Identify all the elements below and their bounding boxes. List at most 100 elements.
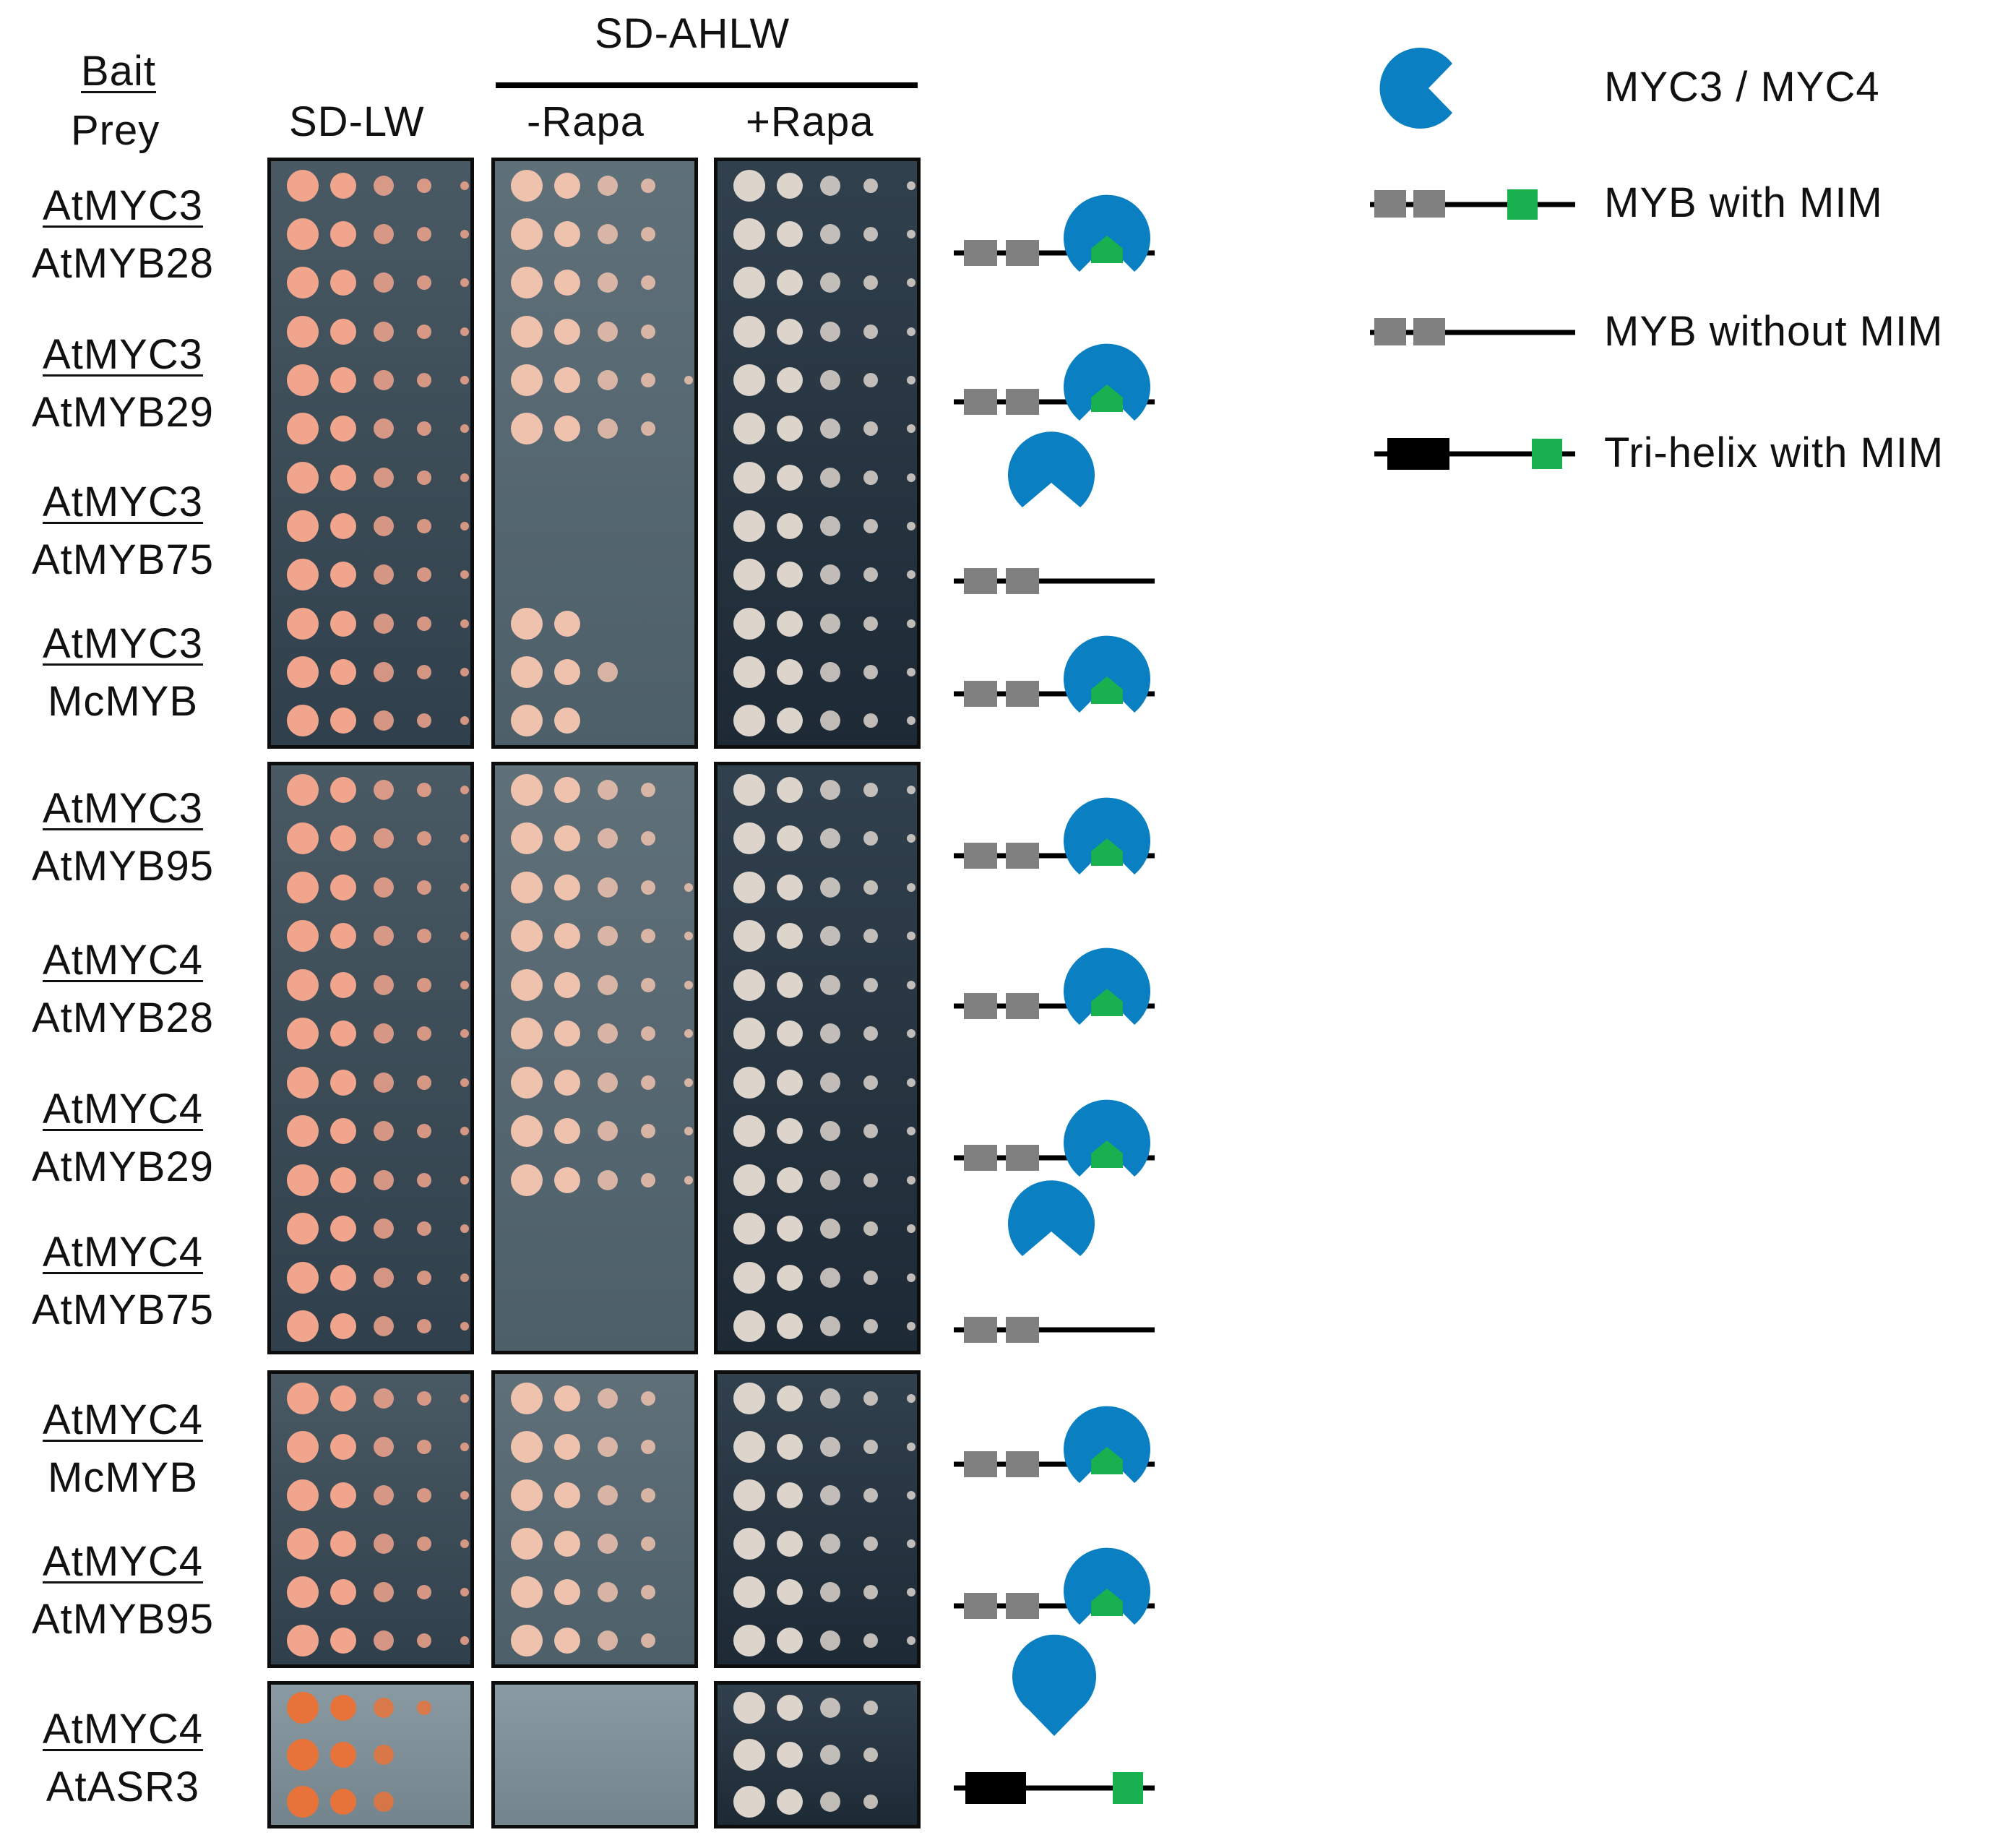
yeast-colony xyxy=(820,418,840,439)
myb-domain-icon xyxy=(1006,681,1039,707)
myb-domain-icon xyxy=(1006,568,1039,594)
yeast-colony xyxy=(820,1745,840,1765)
pair-diagram xyxy=(954,947,1155,1025)
yeast-colony xyxy=(598,1023,618,1044)
myb-domain-icon xyxy=(1006,240,1039,266)
yeast-colony xyxy=(598,175,618,196)
yeast-colony xyxy=(907,1442,915,1451)
yeast-colony xyxy=(460,1029,469,1039)
yeast-colony xyxy=(417,1124,431,1139)
yeast-colony xyxy=(511,773,543,806)
yeast-colony xyxy=(460,1322,469,1331)
yeast-colony xyxy=(907,1127,915,1136)
myb-domain-icon xyxy=(964,389,997,415)
yeast-colony xyxy=(733,1527,765,1560)
yeast-colony xyxy=(287,1213,319,1245)
yeast-colony xyxy=(460,230,469,238)
bait-name: AtMYC4 xyxy=(43,1086,203,1133)
yeast-colony xyxy=(511,705,543,737)
yeast-colony xyxy=(684,1029,693,1039)
yeast-colony xyxy=(417,567,431,583)
yeast-colony xyxy=(417,1487,431,1503)
yeast-colony xyxy=(330,874,356,901)
yeast-colony xyxy=(374,974,394,995)
yeast-colony xyxy=(733,1164,765,1196)
myb-domain-icon xyxy=(964,1145,997,1171)
yeast-colony xyxy=(374,779,394,800)
yeast-colony xyxy=(330,1264,356,1291)
yeast-colony xyxy=(863,665,878,679)
yeast-colony xyxy=(374,175,394,196)
yeast-colony xyxy=(374,1072,394,1093)
yeast-colony xyxy=(641,178,655,193)
yeast-colony xyxy=(598,370,618,390)
yeast-colony xyxy=(863,1026,878,1041)
yeast-colony xyxy=(777,1216,803,1242)
yeast-colony xyxy=(374,1791,394,1812)
yeast-colony xyxy=(907,834,915,843)
prey-name: McMYB xyxy=(48,1454,198,1501)
myc-pacman-icon xyxy=(1064,947,1150,1025)
yeast-colony xyxy=(684,1175,693,1185)
myc-pacman-icon xyxy=(1064,343,1150,421)
yeast-colony xyxy=(417,373,431,387)
yeast-colony xyxy=(820,1316,840,1337)
yeast-colony xyxy=(863,1487,878,1503)
yeast-colony xyxy=(374,926,394,947)
prey-name: AtMYB29 xyxy=(32,1143,214,1190)
yeast-colony xyxy=(460,1273,469,1282)
yeast-colony xyxy=(733,218,765,250)
yeast-colony xyxy=(820,467,840,488)
yeast-colony xyxy=(684,1078,693,1087)
yeast-colony xyxy=(374,467,394,488)
yeast-colony xyxy=(330,1069,356,1096)
yeast-colony xyxy=(777,318,803,345)
mim-motif-icon xyxy=(1091,236,1123,263)
yeast-colony xyxy=(777,464,803,491)
yeast-colony xyxy=(907,570,915,580)
yeast-colony xyxy=(287,1164,319,1196)
yeast-colony xyxy=(511,1624,543,1656)
yeast-colony xyxy=(907,932,915,941)
yeast-colony xyxy=(554,172,580,199)
yeast-colony xyxy=(907,473,915,482)
yeast-plate xyxy=(714,158,921,749)
yeast-colony xyxy=(733,510,765,542)
yeast-colony xyxy=(907,327,915,336)
yeast-plate xyxy=(491,158,698,749)
legend-label-myc: MYC3 / MYC4 xyxy=(1604,64,1880,111)
yeast-colony xyxy=(733,822,765,855)
yeast-colony xyxy=(863,782,878,797)
myc-pacman-icon xyxy=(1008,1180,1095,1256)
myb-domain-icon xyxy=(1374,190,1406,218)
yeast-colony xyxy=(287,1692,319,1724)
yeast-colony xyxy=(374,564,394,585)
yeast-colony xyxy=(598,1436,618,1457)
yeast-colony xyxy=(374,662,394,682)
legend-label-trihelix-with-mim: Tri-helix with MIM xyxy=(1604,429,1944,476)
prey-name: AtMYB28 xyxy=(32,994,214,1041)
yeast-colony xyxy=(777,562,803,588)
yeast-colony xyxy=(777,1313,803,1340)
bait-name: AtMYC4 xyxy=(43,1538,203,1585)
yeast-colony xyxy=(554,708,580,734)
yeast-colony xyxy=(733,1479,765,1511)
yeast-colony xyxy=(460,882,469,892)
yeast-colony xyxy=(598,926,618,947)
yeast-colony xyxy=(684,980,693,989)
yeast-colony xyxy=(460,473,469,482)
yeast-colony xyxy=(777,874,803,901)
pair-label: AtMYC3 AtMYB95 xyxy=(14,788,231,888)
yeast-colony xyxy=(777,1627,803,1654)
yeast-colony xyxy=(641,421,655,437)
yeast-colony xyxy=(641,1584,655,1599)
yeast-colony xyxy=(554,221,580,247)
yeast-colony xyxy=(641,1026,655,1041)
yeast-colony xyxy=(374,877,394,898)
yeast-colony xyxy=(777,776,803,803)
yeast-colony xyxy=(287,510,319,542)
pair-diagram xyxy=(954,1406,1155,1483)
yeast-plate xyxy=(714,762,921,1354)
yeast-colony xyxy=(907,1322,915,1331)
yeast-colony xyxy=(777,416,803,442)
